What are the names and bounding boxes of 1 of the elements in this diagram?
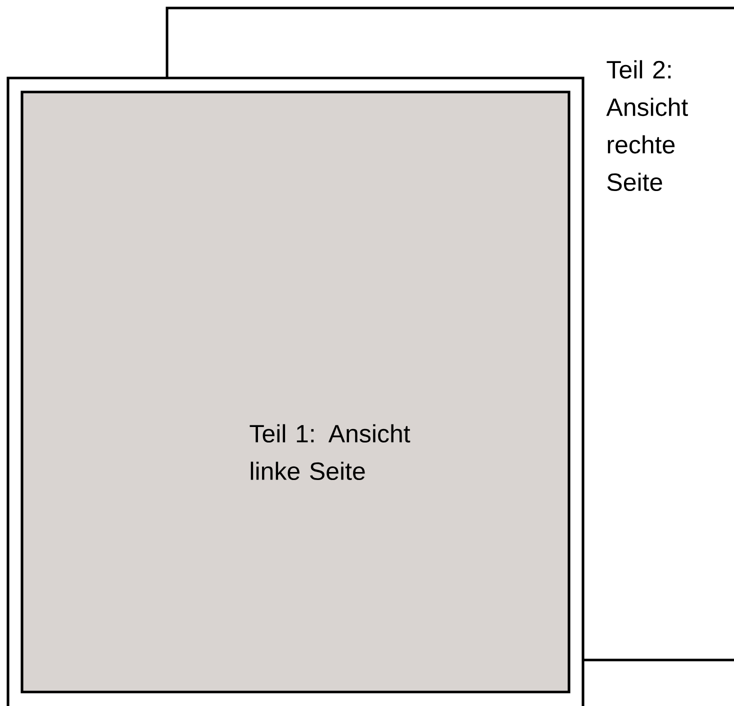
front-panel: Teil 1: Ansicht linke Seite [6, 76, 584, 706]
